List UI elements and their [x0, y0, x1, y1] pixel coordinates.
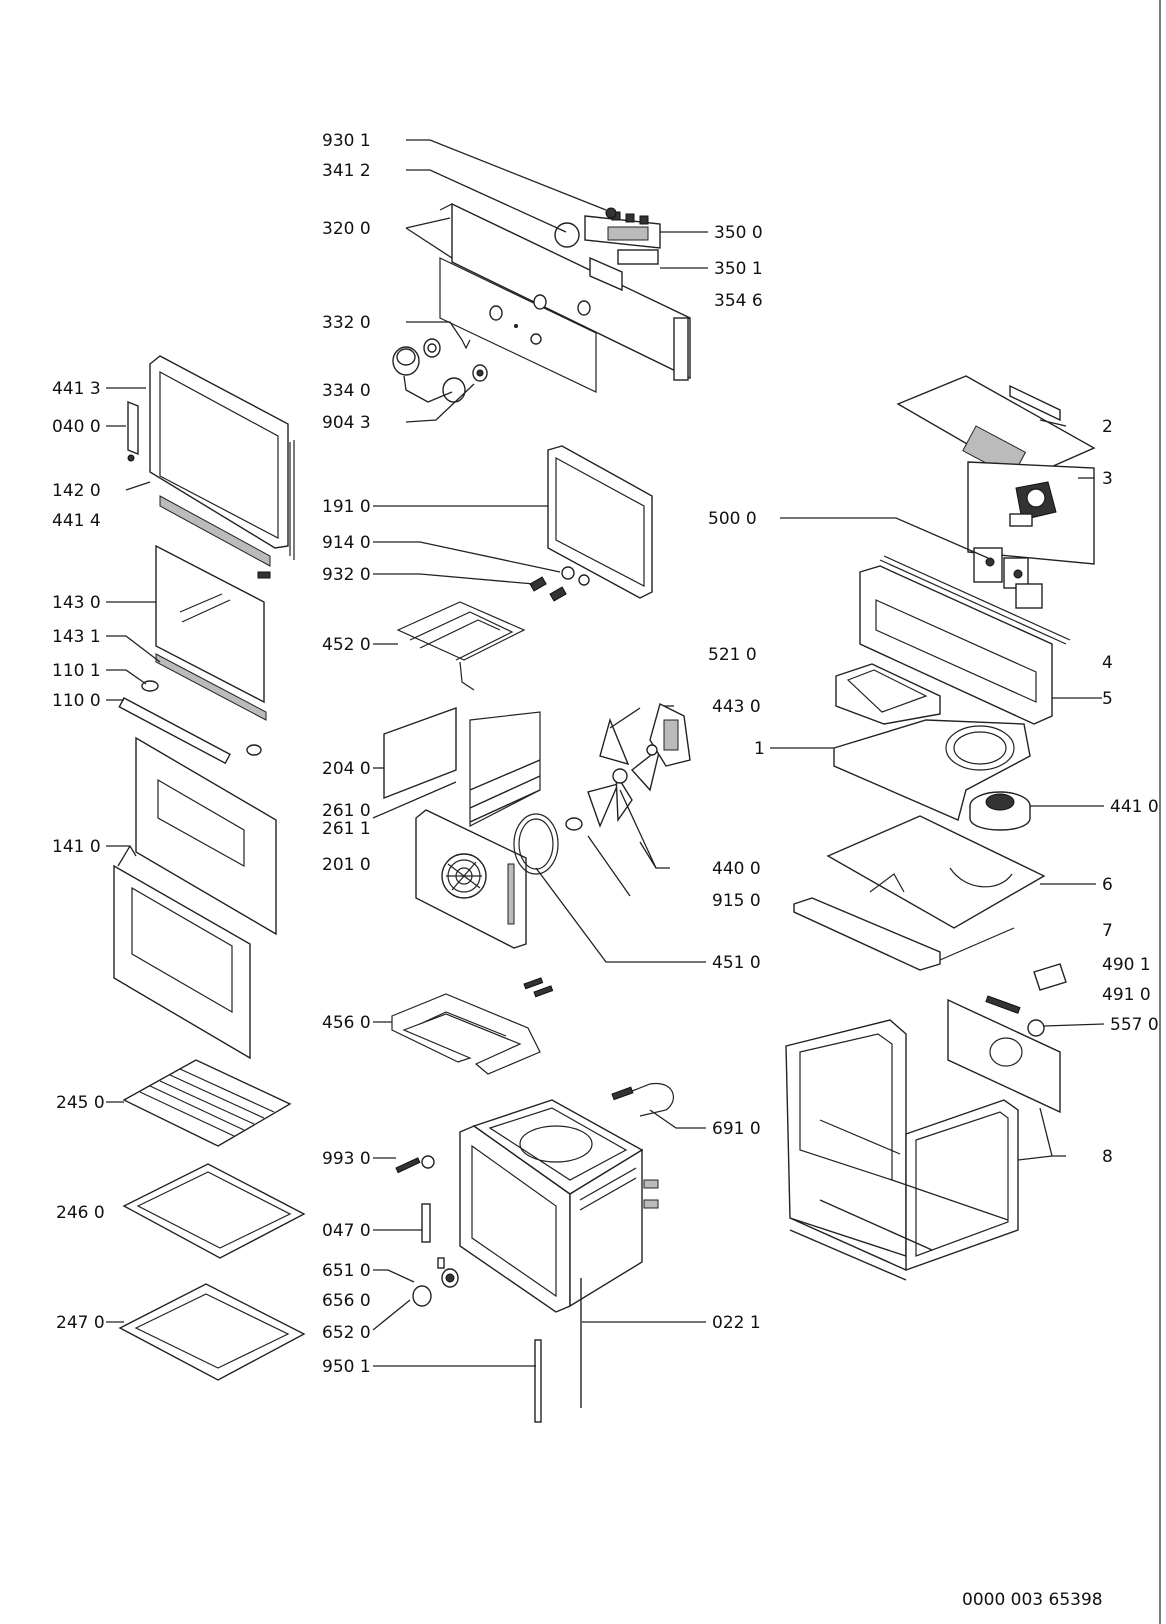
- label-341-2: 341 2: [322, 161, 371, 181]
- label-350-0: 350 0: [714, 223, 763, 243]
- label-6: 6: [1102, 875, 1113, 895]
- label-320-0: 320 0: [322, 219, 371, 239]
- label-500-0: 500 0: [708, 509, 757, 529]
- label-930-1: 930 1: [322, 131, 371, 151]
- label-040-0: 040 0: [52, 417, 101, 437]
- label-110-1: 110 1: [52, 661, 101, 681]
- label-7: 7: [1102, 921, 1113, 941]
- label-932-0: 932 0: [322, 565, 371, 585]
- oven-racks: [118, 1059, 306, 1381]
- label-993-0: 993 0: [322, 1149, 371, 1169]
- label-3: 3: [1102, 469, 1113, 489]
- label-441-4: 441 4: [52, 511, 101, 531]
- label-915-0: 915 0: [712, 891, 761, 911]
- label-491-0: 491 0: [1102, 985, 1151, 1005]
- label-456-0: 456 0: [322, 1013, 371, 1033]
- lower-heating-element: [391, 977, 554, 1075]
- small-fasteners: [395, 1155, 582, 1423]
- cooling-fan-motor: [969, 791, 1031, 831]
- label-441-3: 441 3: [52, 379, 101, 399]
- oven-cavity: [459, 1099, 659, 1313]
- outer-door: [113, 736, 277, 1060]
- label-022-1: 022 1: [712, 1313, 761, 1333]
- top-cover-panel: [896, 375, 1096, 565]
- cooling-duct: [833, 719, 1031, 821]
- base-plates: [793, 815, 1046, 971]
- label-651-0: 651 0: [322, 1261, 371, 1281]
- label-490-1: 490 1: [1102, 955, 1151, 975]
- cabinet-frame: [785, 1019, 1019, 1281]
- label-354-6: 354 6: [714, 291, 763, 311]
- label-440-0: 440 0: [712, 859, 761, 879]
- label-1: 1: [754, 739, 765, 759]
- label-521-0: 521 0: [708, 645, 757, 665]
- circular-element-fan-motor: [513, 702, 691, 875]
- label-652-0: 652 0: [322, 1323, 371, 1343]
- label-191-0: 191 0: [322, 497, 371, 517]
- side-panel: [383, 707, 541, 827]
- label-245-0: 245 0: [56, 1093, 105, 1113]
- label-143-0: 143 0: [52, 593, 101, 613]
- label-141-0: 141 0: [52, 837, 101, 857]
- label-451-0: 451 0: [712, 953, 761, 973]
- fan-cover: [415, 809, 527, 949]
- label-914-0: 914 0: [322, 533, 371, 553]
- label-2: 2: [1102, 417, 1113, 437]
- label-4: 4: [1102, 653, 1113, 673]
- label-247-0: 247 0: [56, 1313, 105, 1333]
- label-691-0: 691 0: [712, 1119, 761, 1139]
- fan-bracket: [835, 663, 941, 725]
- label-204-0: 204 0: [322, 759, 371, 779]
- door-gasket: [547, 445, 653, 599]
- inner-door-frame: [127, 355, 295, 579]
- label-246-0: 246 0: [56, 1203, 105, 1223]
- label-8: 8: [1102, 1147, 1113, 1167]
- label-261-0: 261 0: [322, 801, 371, 821]
- knobs: [392, 338, 488, 403]
- label-334-0: 334 0: [322, 381, 371, 401]
- label-110-0: 110 0: [52, 691, 101, 711]
- label-656-0: 656 0: [322, 1291, 371, 1311]
- switch-assembly: [973, 547, 1043, 609]
- label-350-1: 350 1: [714, 259, 763, 279]
- label-332-0: 332 0: [322, 313, 371, 333]
- label-904-3: 904 3: [322, 413, 371, 433]
- label-047-0: 047 0: [322, 1221, 371, 1241]
- label-950-1: 950 1: [322, 1357, 371, 1377]
- label-261-1: 261 1: [322, 819, 371, 839]
- label-443-0: 443 0: [712, 697, 761, 717]
- label-441-0: 441 0: [1110, 797, 1159, 817]
- glass-pane: [118, 544, 267, 765]
- label-557-0: 557 0: [1110, 1015, 1159, 1035]
- document-id: 0000 003 65398: [962, 1590, 1103, 1610]
- oven-lamp: [611, 1082, 675, 1117]
- control-panel: [439, 202, 691, 393]
- label-143-1: 143 1: [52, 627, 101, 647]
- leader-lines: [106, 139, 1105, 1367]
- front-frame: [859, 555, 1071, 725]
- label-5: 5: [1102, 689, 1113, 709]
- display-board: [584, 207, 661, 265]
- part-number-labels: 930 1 341 2 320 0 350 0 350 1 354 6 332 …: [52, 131, 1159, 1377]
- grill-element: [396, 566, 590, 691]
- label-142-0: 142 0: [52, 481, 101, 501]
- label-201-0: 201 0: [322, 855, 371, 875]
- terminal-parts: [947, 963, 1067, 1114]
- label-452-0: 452 0: [322, 635, 371, 655]
